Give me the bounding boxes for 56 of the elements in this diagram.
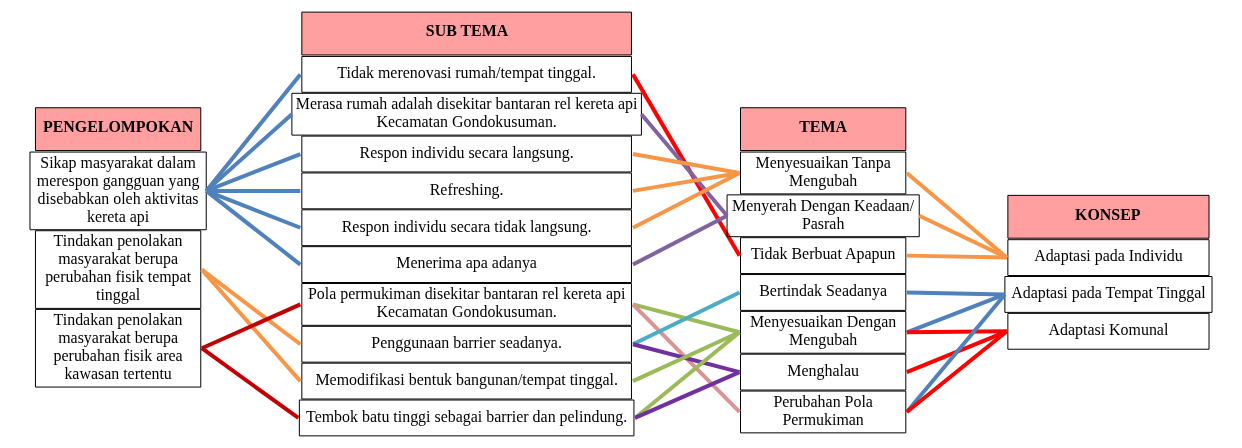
connector — [905, 293, 1007, 414]
node-box: Adaptasi Komunal — [1007, 312, 1210, 350]
connector — [631, 73, 742, 257]
connector — [200, 302, 302, 351]
connector — [200, 267, 302, 346]
connector — [632, 171, 740, 193]
connector — [205, 189, 302, 267]
connector — [633, 330, 741, 420]
connector — [632, 330, 741, 383]
node-box: Perubahan Pola Permukiman — [740, 390, 907, 434]
node-box: Menerima apa adanya — [301, 246, 632, 283]
connector — [204, 112, 294, 193]
connector — [639, 112, 729, 218]
connector — [632, 302, 740, 335]
node-box: Menyerah Dengan Keadaan/ Pasrah — [726, 194, 920, 238]
connector — [204, 73, 302, 193]
node-box: Respon individu secara langsung. — [301, 135, 632, 173]
connector — [632, 290, 741, 347]
connector — [906, 329, 1008, 374]
node-box: Penggunaan barrier seadanya. — [301, 325, 632, 363]
node-box: TEMA — [740, 107, 907, 152]
connector — [632, 342, 740, 375]
connector — [632, 214, 728, 267]
node-box: Memodifikasi bentuk bangunan/tempat tinggal. — [301, 362, 632, 400]
connector — [200, 268, 302, 383]
connector — [200, 346, 300, 420]
node-box: Adaptasi pada Individu — [1007, 239, 1210, 277]
node-box: Menghalau — [740, 353, 907, 391]
connector — [906, 253, 1007, 260]
node-box: Bertindak Seadanya — [740, 274, 907, 311]
node-box: Tidak merenovasi rumah/tempat tinggal. — [301, 55, 632, 93]
node-box: KONSEP — [1007, 194, 1210, 239]
connector — [205, 189, 302, 230]
connector — [632, 171, 741, 230]
connector — [906, 329, 1007, 335]
node-box: Pola permukiman disekitar bantaran rel kereta api Kecamatan Gondokusuman. — [301, 283, 632, 326]
connector — [632, 152, 740, 175]
connector — [905, 329, 1009, 414]
node-box: Tidak Berbuat Apapun — [740, 237, 907, 275]
node-box: Menyesuaikan Dengan Mengubah — [740, 310, 907, 354]
node-box: Tembok batu tinggi sebagai barrier dan pelindung. — [298, 399, 635, 437]
node-box: Merasa rumah adalah disekitar bantaran rel kereta api Kecamatan Gondokusuman. — [291, 92, 642, 136]
node-box: Adaptasi pada Tempat Tinggal — [1004, 276, 1213, 313]
connector — [906, 292, 1006, 335]
connector — [631, 303, 741, 414]
connector — [905, 171, 1009, 260]
connector — [906, 290, 1005, 297]
node-box: PENGELOMPOKAN — [34, 107, 202, 152]
node-box: SUB TEMA — [301, 11, 632, 56]
node-box: Sikap masyarakat dalam merespon gangguan yang disebabkan oleh aktivitas kereta api — [29, 151, 207, 231]
connector — [634, 370, 741, 420]
node-box: Menyesuaikan Tanpa Mengubah — [740, 151, 907, 195]
node-box: Tindakan penolakan masyarakat berupa perubahan fisik tempat tinggal — [34, 230, 202, 309]
node-box: Refreshing. — [301, 172, 632, 210]
node-box: Respon individu secara tidak langsung. — [301, 209, 632, 247]
node-box: Tindakan penolakan masyarakat berupa perubahan fisik area kawasan tertentu — [34, 308, 202, 388]
